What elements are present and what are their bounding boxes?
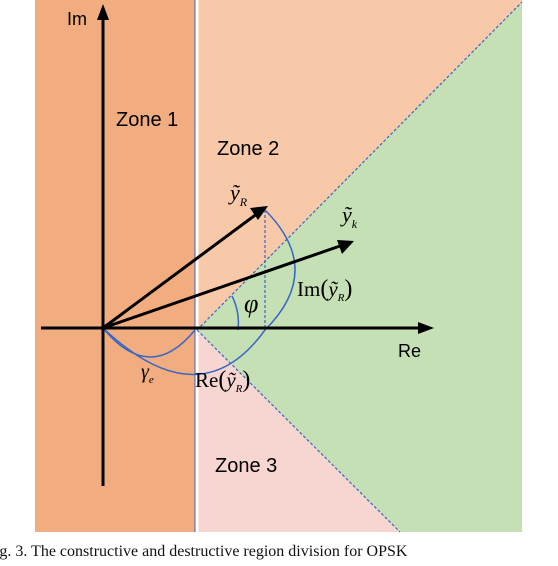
re-y-r-label: Re(ỹR) — [195, 367, 250, 395]
zone-3-label: Zone 3 — [215, 455, 277, 477]
imag-axis-arrowhead — [97, 4, 109, 20]
vector-y-r-arrowhead — [250, 206, 268, 220]
phi-label: φ — [244, 289, 258, 318]
real-axis-arrowhead — [418, 322, 434, 334]
gamma-arc — [102, 327, 196, 358]
re-projection-arc — [102, 327, 266, 376]
gamma-e-label: γe — [141, 361, 154, 386]
zone-2-label: Zone 2 — [217, 138, 279, 160]
real-axis-label: Re — [398, 341, 421, 361]
figure-caption: Fig. 3. The constructive and destructive… — [0, 543, 408, 560]
im-projection-arc — [264, 209, 296, 331]
constructive-region — [197, 2, 522, 532]
vector-y-k — [102, 244, 341, 330]
zone-1-label: Zone 1 — [116, 109, 178, 131]
imag-axis-label: Im — [67, 9, 87, 29]
vector-y-r — [102, 211, 259, 330]
im-y-r-label: Im(ỹR) — [297, 276, 352, 304]
vector-y-r-label: ỹR — [228, 180, 248, 209]
zone-1-region — [35, 0, 197, 532]
vector-y-k-label: ỹk — [340, 202, 358, 231]
vector-y-k-arrowhead — [337, 240, 354, 254]
